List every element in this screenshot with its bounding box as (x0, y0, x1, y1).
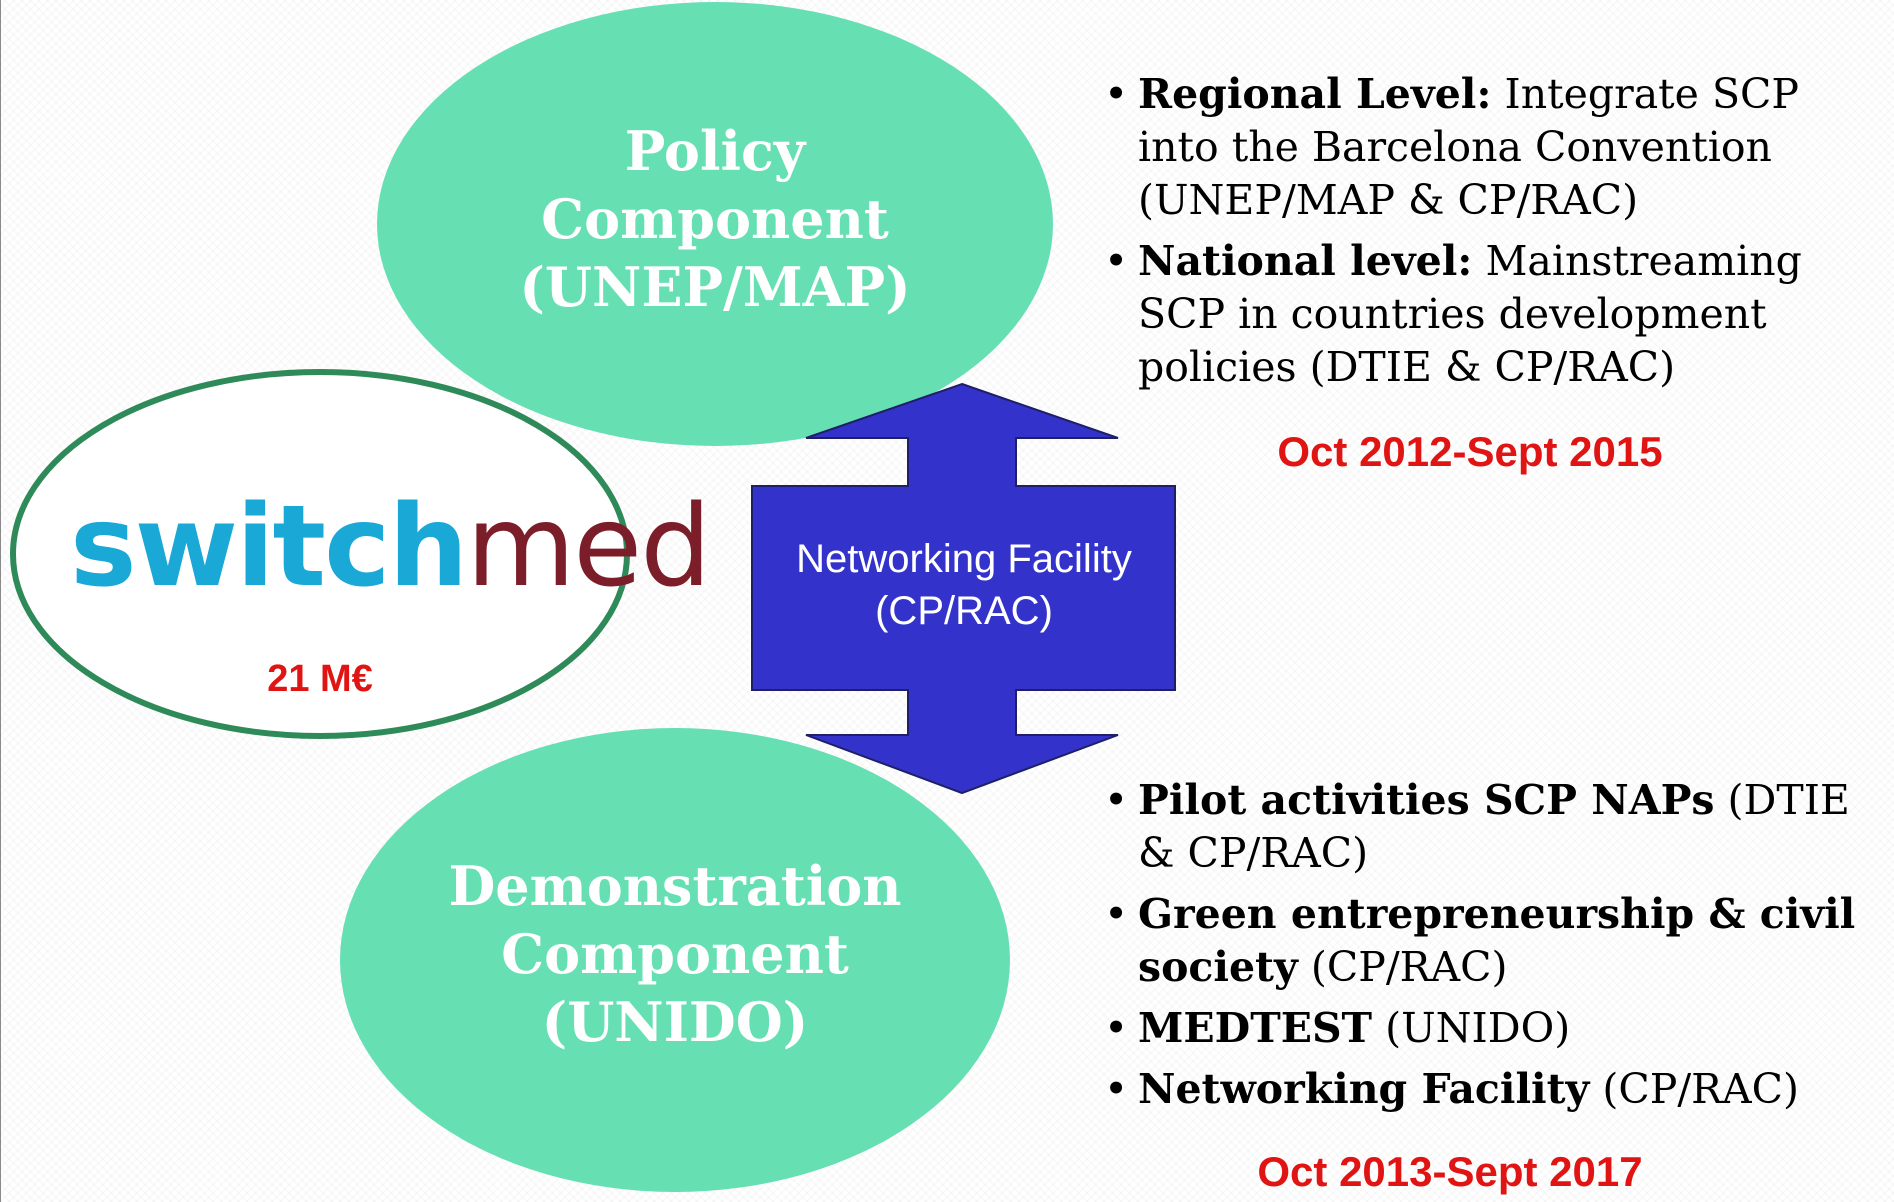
switchmed-logo-oval (10, 369, 630, 739)
bullet-marker: • (1104, 237, 1129, 285)
bullet-marker: • (1104, 1004, 1129, 1052)
networking-facility-label: Networking Facility (CP/RAC) (748, 533, 1180, 637)
demo-bullet-item: •Green entrepreneurship & civil society … (1104, 888, 1884, 994)
policy-date-range: Oct 2012-Sept 2015 (1277, 428, 1663, 475)
slide-left-border (0, 0, 1, 1202)
networking-double-arrow (751, 382, 1176, 795)
bullet-text: (CP/RAC) (1297, 943, 1508, 991)
demo-label-line-1: Demonstration (448, 854, 902, 918)
bullet-bold-text: Green entrepreneurship & civil society (1138, 890, 1856, 991)
policy-bullet-item: •Regional Level: Integrate SCP into the … (1104, 68, 1864, 227)
bullet-text: Mainstreaming SCP in countries developme… (1138, 237, 1802, 391)
logo-med-text: med (466, 482, 711, 612)
demo-label-line-3: (UNIDO) (541, 990, 809, 1054)
bullet-bold-text: Networking Facility (1138, 1065, 1590, 1113)
bullet-text: (DTIE & CP/RAC) (1138, 776, 1850, 877)
policy-component-oval (377, 2, 1053, 446)
bullet-marker: • (1104, 1065, 1129, 1113)
policy-label-line-3: (UNEP/MAP) (519, 255, 911, 319)
bullet-bold-text: MEDTEST (1138, 1004, 1373, 1052)
demo-label-line-2: Component (501, 922, 849, 986)
bullet-bold-text: Pilot activities SCP NAPs (1138, 776, 1715, 824)
logo-switch-text: switch (70, 482, 468, 612)
policy-bullet-item: •National level: Mainstreaming SCP in co… (1104, 235, 1864, 394)
switchmed-logo: switchmed (70, 482, 711, 612)
demo-bullet-item: •Pilot activities SCP NAPs (DTIE & CP/RA… (1104, 774, 1884, 880)
bullet-marker: • (1104, 776, 1129, 824)
demonstration-component-label: Demonstration Component (UNIDO) (415, 852, 935, 1056)
policy-label-line-1: Policy (624, 119, 806, 183)
demo-bullet-list: •Pilot activities SCP NAPs (DTIE & CP/RA… (1104, 774, 1884, 1116)
bullet-text: (UNIDO) (1372, 1004, 1571, 1052)
policy-label-line-2: Component (541, 187, 889, 251)
demonstration-component-oval (340, 728, 1010, 1192)
demo-date-range: Oct 2013-Sept 2017 (1257, 1148, 1643, 1195)
policy-component-label: Policy Component (UNEP/MAP) (495, 117, 935, 321)
demo-bullet-item: •MEDTEST (UNIDO) (1104, 1002, 1884, 1055)
bullet-text: (CP/RAC) (1589, 1065, 1800, 1113)
policy-bullet-list: •Regional Level: Integrate SCP into the … (1104, 68, 1864, 394)
bullet-marker: • (1104, 890, 1129, 938)
demo-bullet-item: •Networking Facility (CP/RAC) (1104, 1063, 1884, 1116)
bullet-text: Integrate SCP into the Barcelona Convent… (1138, 70, 1799, 224)
bullet-bold-text: Regional Level: (1138, 70, 1492, 118)
bullet-bold-text: National level: (1138, 237, 1473, 285)
networking-label-line-2: (CP/RAC) (875, 589, 1053, 633)
budget-amount: 21 M€ (267, 658, 373, 700)
bullet-marker: • (1104, 70, 1129, 118)
networking-label-line-1: Networking Facility (796, 537, 1132, 581)
